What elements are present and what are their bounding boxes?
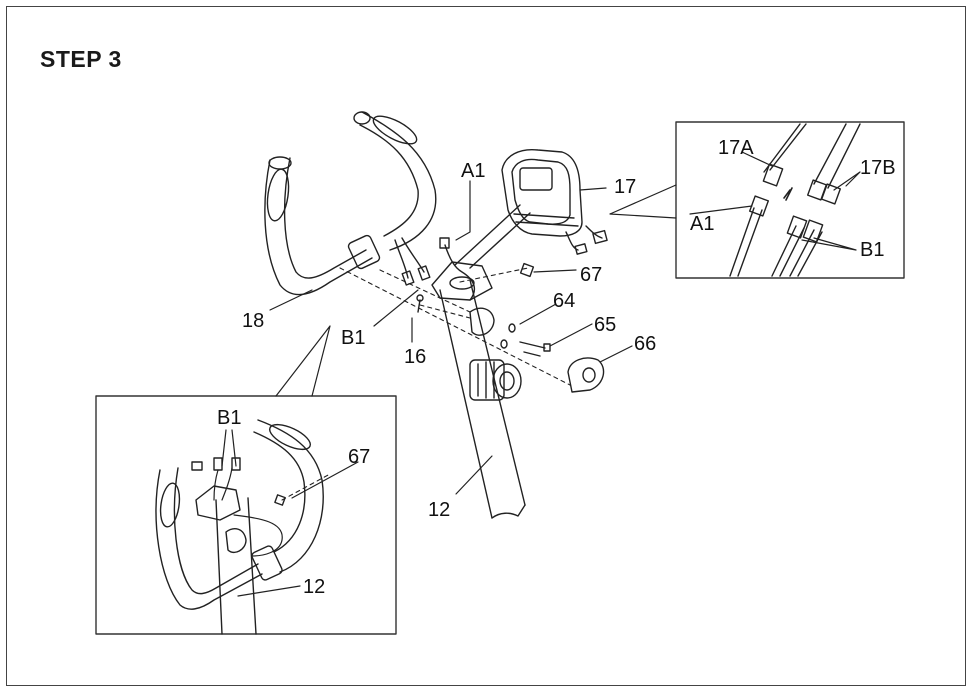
label-part-67: 67	[580, 264, 602, 286]
connector-inset-box	[675, 121, 905, 279]
detail-inset-box	[95, 395, 397, 635]
label-inset-a1: A1	[690, 213, 714, 235]
label-inset-b1: B1	[860, 239, 884, 261]
label-detail-67: 67	[348, 446, 370, 468]
step-title: STEP 3	[40, 46, 122, 72]
label-part-b1: B1	[341, 327, 365, 349]
label-part-18: 18	[242, 310, 264, 332]
label-part-65: 65	[594, 314, 616, 336]
detail-dashed-line	[281, 473, 331, 501]
assembly-dashed-lines	[339, 267, 571, 386]
console-part-17	[501, 148, 608, 255]
label-part-a1: A1	[461, 160, 485, 182]
label-inset-17a: 17A	[718, 137, 754, 159]
label-part-64: 64	[553, 290, 575, 312]
label-leader-lines	[221, 151, 861, 597]
hardware-parts	[416, 262, 605, 393]
connector-inset-drawing	[729, 123, 861, 277]
label-detail-12: 12	[303, 576, 325, 598]
inset-callout-pointer	[609, 184, 677, 219]
label-inset-17b: 17B	[860, 157, 896, 179]
detail-inset-drawing	[155, 419, 324, 635]
diagram-frame	[6, 6, 966, 686]
label-part-17: 17	[614, 176, 636, 198]
detail-callout-pointer	[275, 325, 331, 397]
upright-post-part-12	[431, 204, 531, 519]
handlebar-part-18	[264, 111, 437, 296]
label-part-12: 12	[428, 499, 450, 521]
label-detail-b1: B1	[217, 407, 241, 429]
label-part-16: 16	[404, 346, 426, 368]
label-part-66: 66	[634, 333, 656, 355]
